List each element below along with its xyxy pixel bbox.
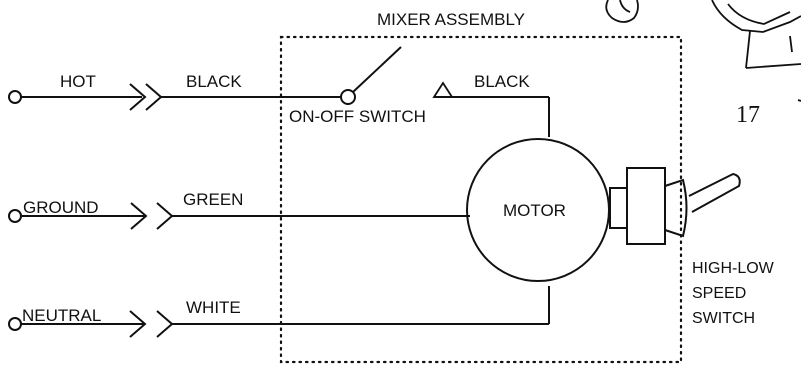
hot-label: HOT [60, 72, 96, 91]
toggle-collar [664, 178, 688, 238]
neutral-line: NEUTRAL WHITE [8, 286, 550, 338]
neutral-terminal [8, 317, 22, 331]
ground-line: GROUND GREEN [8, 190, 470, 230]
neutral-connector-chevron-1 [129, 310, 147, 338]
on-off-switch-blade [352, 46, 402, 93]
mixer-assembly-title: MIXER ASSEMBLY [377, 10, 525, 29]
neutral-label: NEUTRAL [22, 306, 101, 325]
green-wire-label: GREEN [183, 190, 243, 209]
on-off-switch-label: ON-OFF SWITCH [289, 107, 426, 126]
ground-terminal [8, 209, 22, 223]
ground-connector-chevron-1 [130, 202, 148, 230]
speed-switch-label-line-1: HIGH-LOW [692, 260, 775, 277]
motor: MOTOR [466, 138, 610, 282]
ground-connector-chevron-2 [156, 202, 174, 230]
ground-label: GROUND [23, 198, 99, 217]
hot-terminal [8, 90, 22, 104]
on-off-switch-contact [340, 89, 356, 105]
hot-connector-chevron-1 [129, 83, 147, 111]
illustration-fragment [605, 0, 801, 69]
black-wire-label: BLACK [186, 72, 242, 91]
speed-toggle-switch: HIGH-LOW SPEED SWITCH [609, 167, 775, 327]
toggle-lever [688, 172, 741, 213]
motor-label: MOTOR [503, 201, 566, 220]
white-wire-label: WHITE [186, 298, 241, 317]
terminal-triangle-icon [432, 81, 454, 98]
toggle-housing [626, 167, 666, 245]
toggle-body [609, 187, 628, 229]
black-motor-lead: BLACK [432, 72, 550, 137]
hot-line: HOT BLACK ON-OFF SWITCH [8, 46, 426, 126]
mixer-assembly-boundary [279, 35, 683, 364]
speed-switch-label-line-3: SWITCH [692, 310, 755, 327]
black-motor-lead-label: BLACK [474, 72, 530, 91]
hot-connector-chevron-2 [145, 83, 163, 111]
speed-switch-label-line-2: SPEED [692, 285, 746, 302]
neutral-connector-chevron-2 [156, 310, 174, 338]
page-number-fragment: 17 [736, 102, 760, 128]
